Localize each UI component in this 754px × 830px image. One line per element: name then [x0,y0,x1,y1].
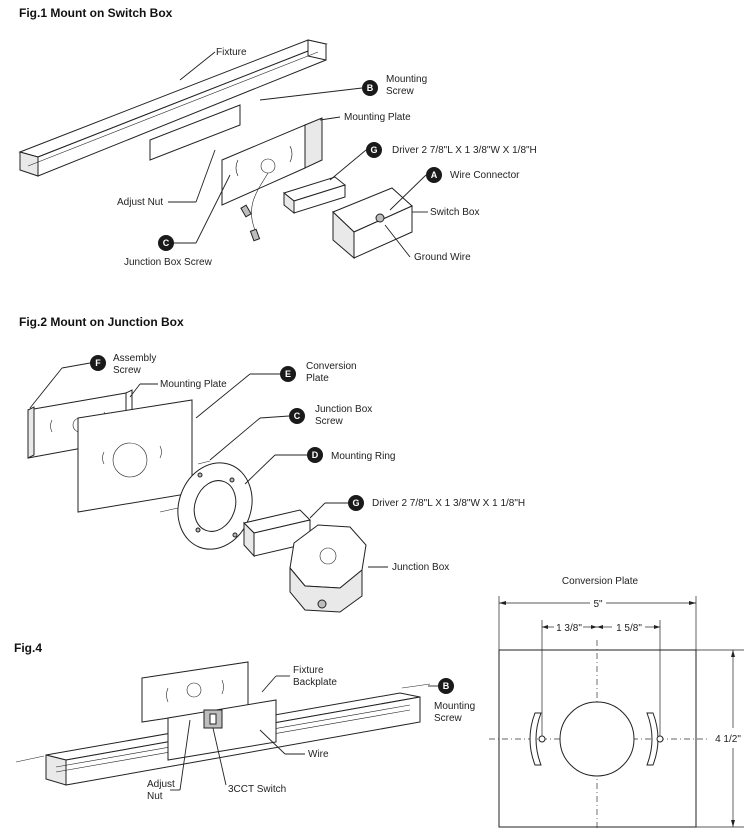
fig2-label-mounting-ring: Mounting Ring [331,451,395,462]
fig2-conversion-plate-drawing [77,399,193,513]
fig4-badge-b [438,678,454,694]
fig1-title: Fig.1 Mount on Switch Box [19,6,173,20]
fig1-fixture-drawing [18,39,328,177]
fig2-badge-d [307,447,323,463]
fig2-label-junction-box: Junction Box [392,562,449,573]
conversion-plate-title: Conversion Plate [562,576,639,587]
fig1-badge-c [158,235,174,251]
fig1-badge-a [426,167,442,183]
fig1-mounting-plate-drawing [221,117,323,206]
fig1-switch-box-drawing [332,187,413,260]
fig4-label-mounting-screw-2: Screw [434,713,463,724]
fig1-label-wire-connector: Wire Connector [450,170,520,181]
fig4-label-adjust-nut-1: Adjust [147,779,175,790]
fig1-badge-g [366,142,382,158]
fig2-badge-e [280,366,296,382]
fig4-title: Fig.4 [14,641,42,655]
conversion-plate-dim-width: 5" [593,599,603,610]
fig1-label-mounting-screw-1: Mounting [386,74,427,85]
fig2-badge-d-letter: D [312,450,319,460]
conversion-plate-center-hole [559,701,635,777]
conversion-plate-group: Conversion Plate 5" 1 3/8" 1 5/8" [489,576,744,830]
fig2-badge-g [348,495,364,511]
fig2-mounting-ring-drawing [177,462,253,550]
fig2-badge-f [90,355,106,371]
fig2-title: Fig.2 Mount on Junction Box [19,315,184,329]
fig1-group: Fig.1 Mount on Switch Box [18,6,537,268]
fig2-badge-c [289,408,305,424]
fig4-label-3cct-switch: 3CCT Switch [228,784,286,795]
conversion-plate-dim-right: 1 5/8" [616,623,642,634]
fig1-badge-b [362,80,378,96]
fig2-badge-f-letter: F [95,358,101,368]
fig1-label-fixture: Fixture [216,47,247,58]
fig2-label-junction-box-screw-2: Screw [315,416,344,427]
fig2-badge-g-letter: G [352,498,359,508]
fig1-badge-g-letter: G [370,145,377,155]
fig4-label-fixture-backplate-1: Fixture [293,665,324,676]
fig1-label-ground-wire: Ground Wire [414,252,471,263]
fig2-badge-c-letter: C [294,411,301,421]
fig4-label-wire: Wire [308,749,329,760]
fig4-backplate-drawing [141,661,277,761]
conversion-plate-dim-height: 4 1/2" [715,734,741,745]
conversion-plate-dim-left: 1 3/8" [556,623,582,634]
fig2-label-conversion-plate-2: Plate [306,373,329,384]
fig1-badge-b-letter: B [367,83,374,93]
fig1-label-adjust-nut: Adjust Nut [117,197,163,208]
fig1-badge-c-letter: C [163,238,170,248]
fig4-badge-b-letter: B [443,681,450,691]
conversion-plate-left-slot [529,712,542,766]
fig2-junction-box-drawing [289,524,367,613]
fig1-wire [251,172,269,231]
fig4-label-fixture-backplate-2: Backplate [293,677,337,688]
fig4-label-mounting-screw-1: Mounting [434,701,475,712]
conversion-plate-right-slot [646,712,659,766]
fig4-group: Fig.4 Fixture Backplate B Mounting [14,641,475,802]
fig1-wire-connector-drawing [249,228,261,242]
fig1-label-driver: Driver 2 7/8"L X 1 3/8"W X 1/8"H [392,145,537,156]
fig2-group: Fig.2 Mount on Junction Box [19,315,525,613]
fig2-badge-e-letter: E [285,369,291,379]
fig1-label-mounting-plate: Mounting Plate [344,112,411,123]
fig2-label-assembly-screw-2: Screw [113,365,142,376]
fig1-badge-a-letter: A [431,170,438,180]
fig1-label-switch-box: Switch Box [430,207,479,218]
fig2-label-mounting-plate: Mounting Plate [160,379,227,390]
fig2-label-conversion-plate-1: Conversion [306,361,357,372]
fig1-label-junction-box-screw: Junction Box Screw [124,257,213,268]
fig2-label-driver: Driver 2 7/8"L X 1 3/8"W X 1 1/8"H [372,498,525,509]
fig2-label-assembly-screw-1: Assembly [113,353,156,364]
fig4-label-adjust-nut-2: Nut [147,791,163,802]
fig1-driver-drawing [282,176,347,215]
fig1-label-mounting-screw-2: Screw [386,86,415,97]
fig2-label-junction-box-screw-1: Junction Box [315,404,372,415]
